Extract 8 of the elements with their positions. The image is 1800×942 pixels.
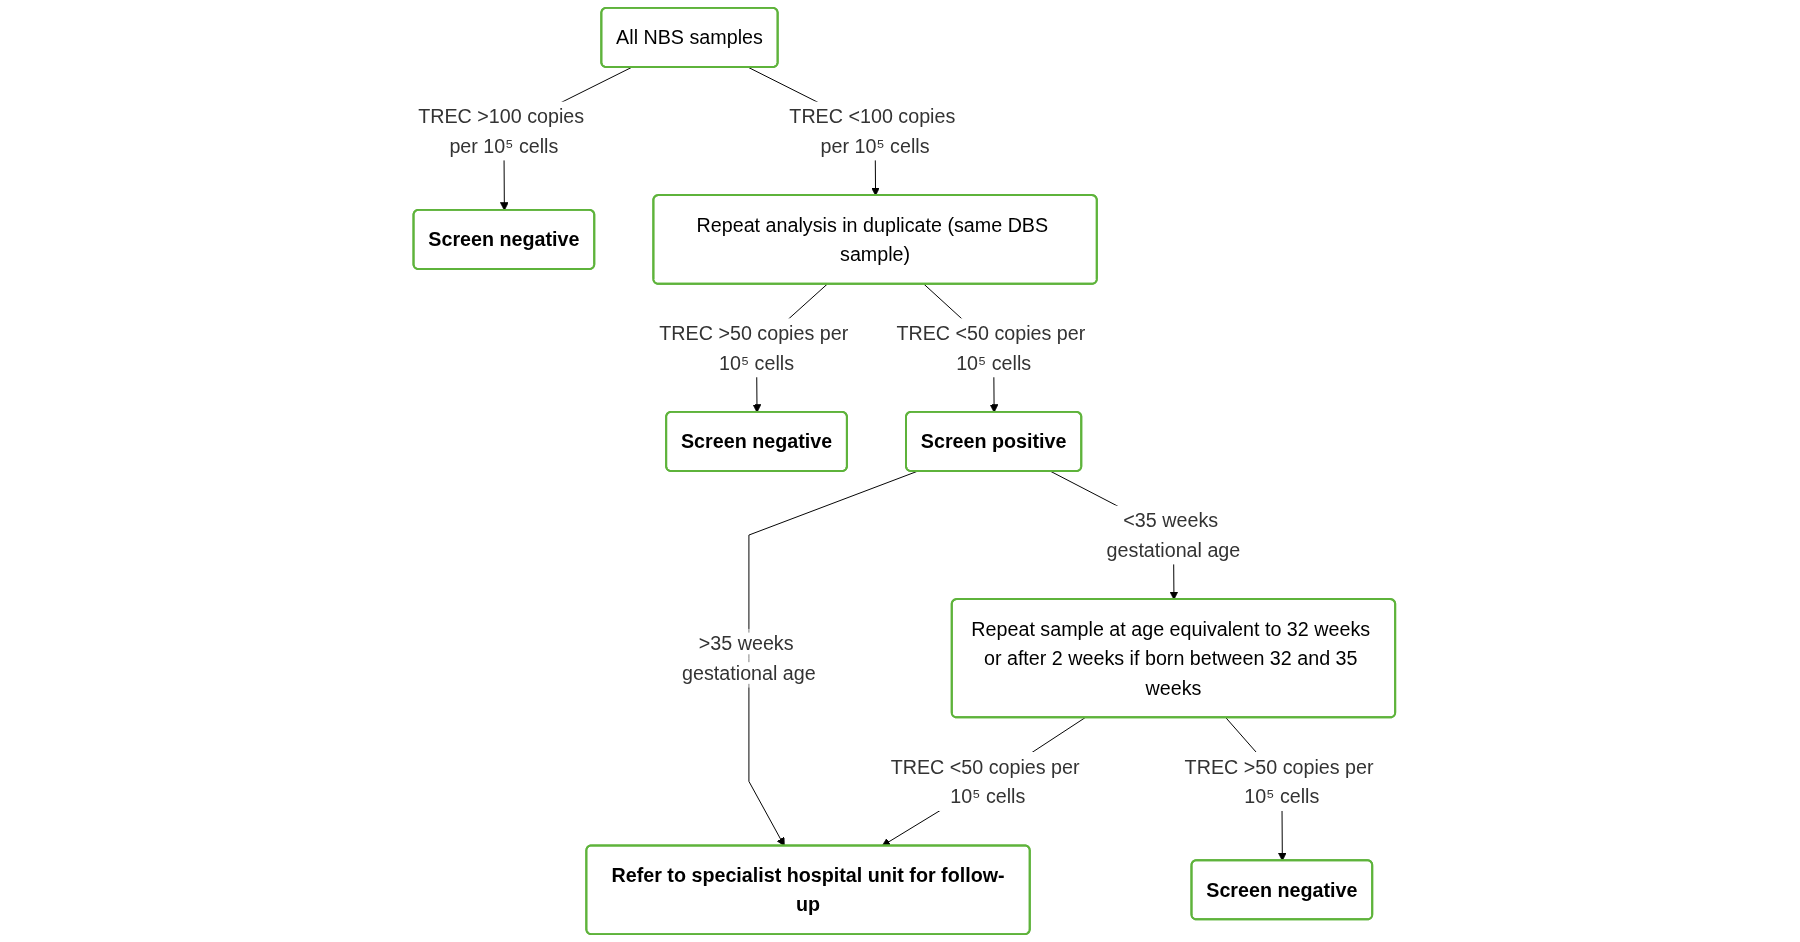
edge-label: <35 weeks gestational age [1106,509,1241,561]
edge-label: TREC >50 copies per 10⁵ cells [659,322,848,374]
edge-label: TREC <50 copies per 10⁵ cells [890,755,1080,808]
edge-label: TREC <50 copies per 10⁵ cells [896,322,1086,374]
edge-label: TREC >100 copies per 10⁵ cells [417,105,584,157]
edge-label: >35 weeks gestational age [681,632,816,684]
edge-label: TREC >50 copies per 10⁵ cells [1184,755,1374,808]
edge-label: TREC <100 copies per 10⁵ cells [789,105,956,157]
